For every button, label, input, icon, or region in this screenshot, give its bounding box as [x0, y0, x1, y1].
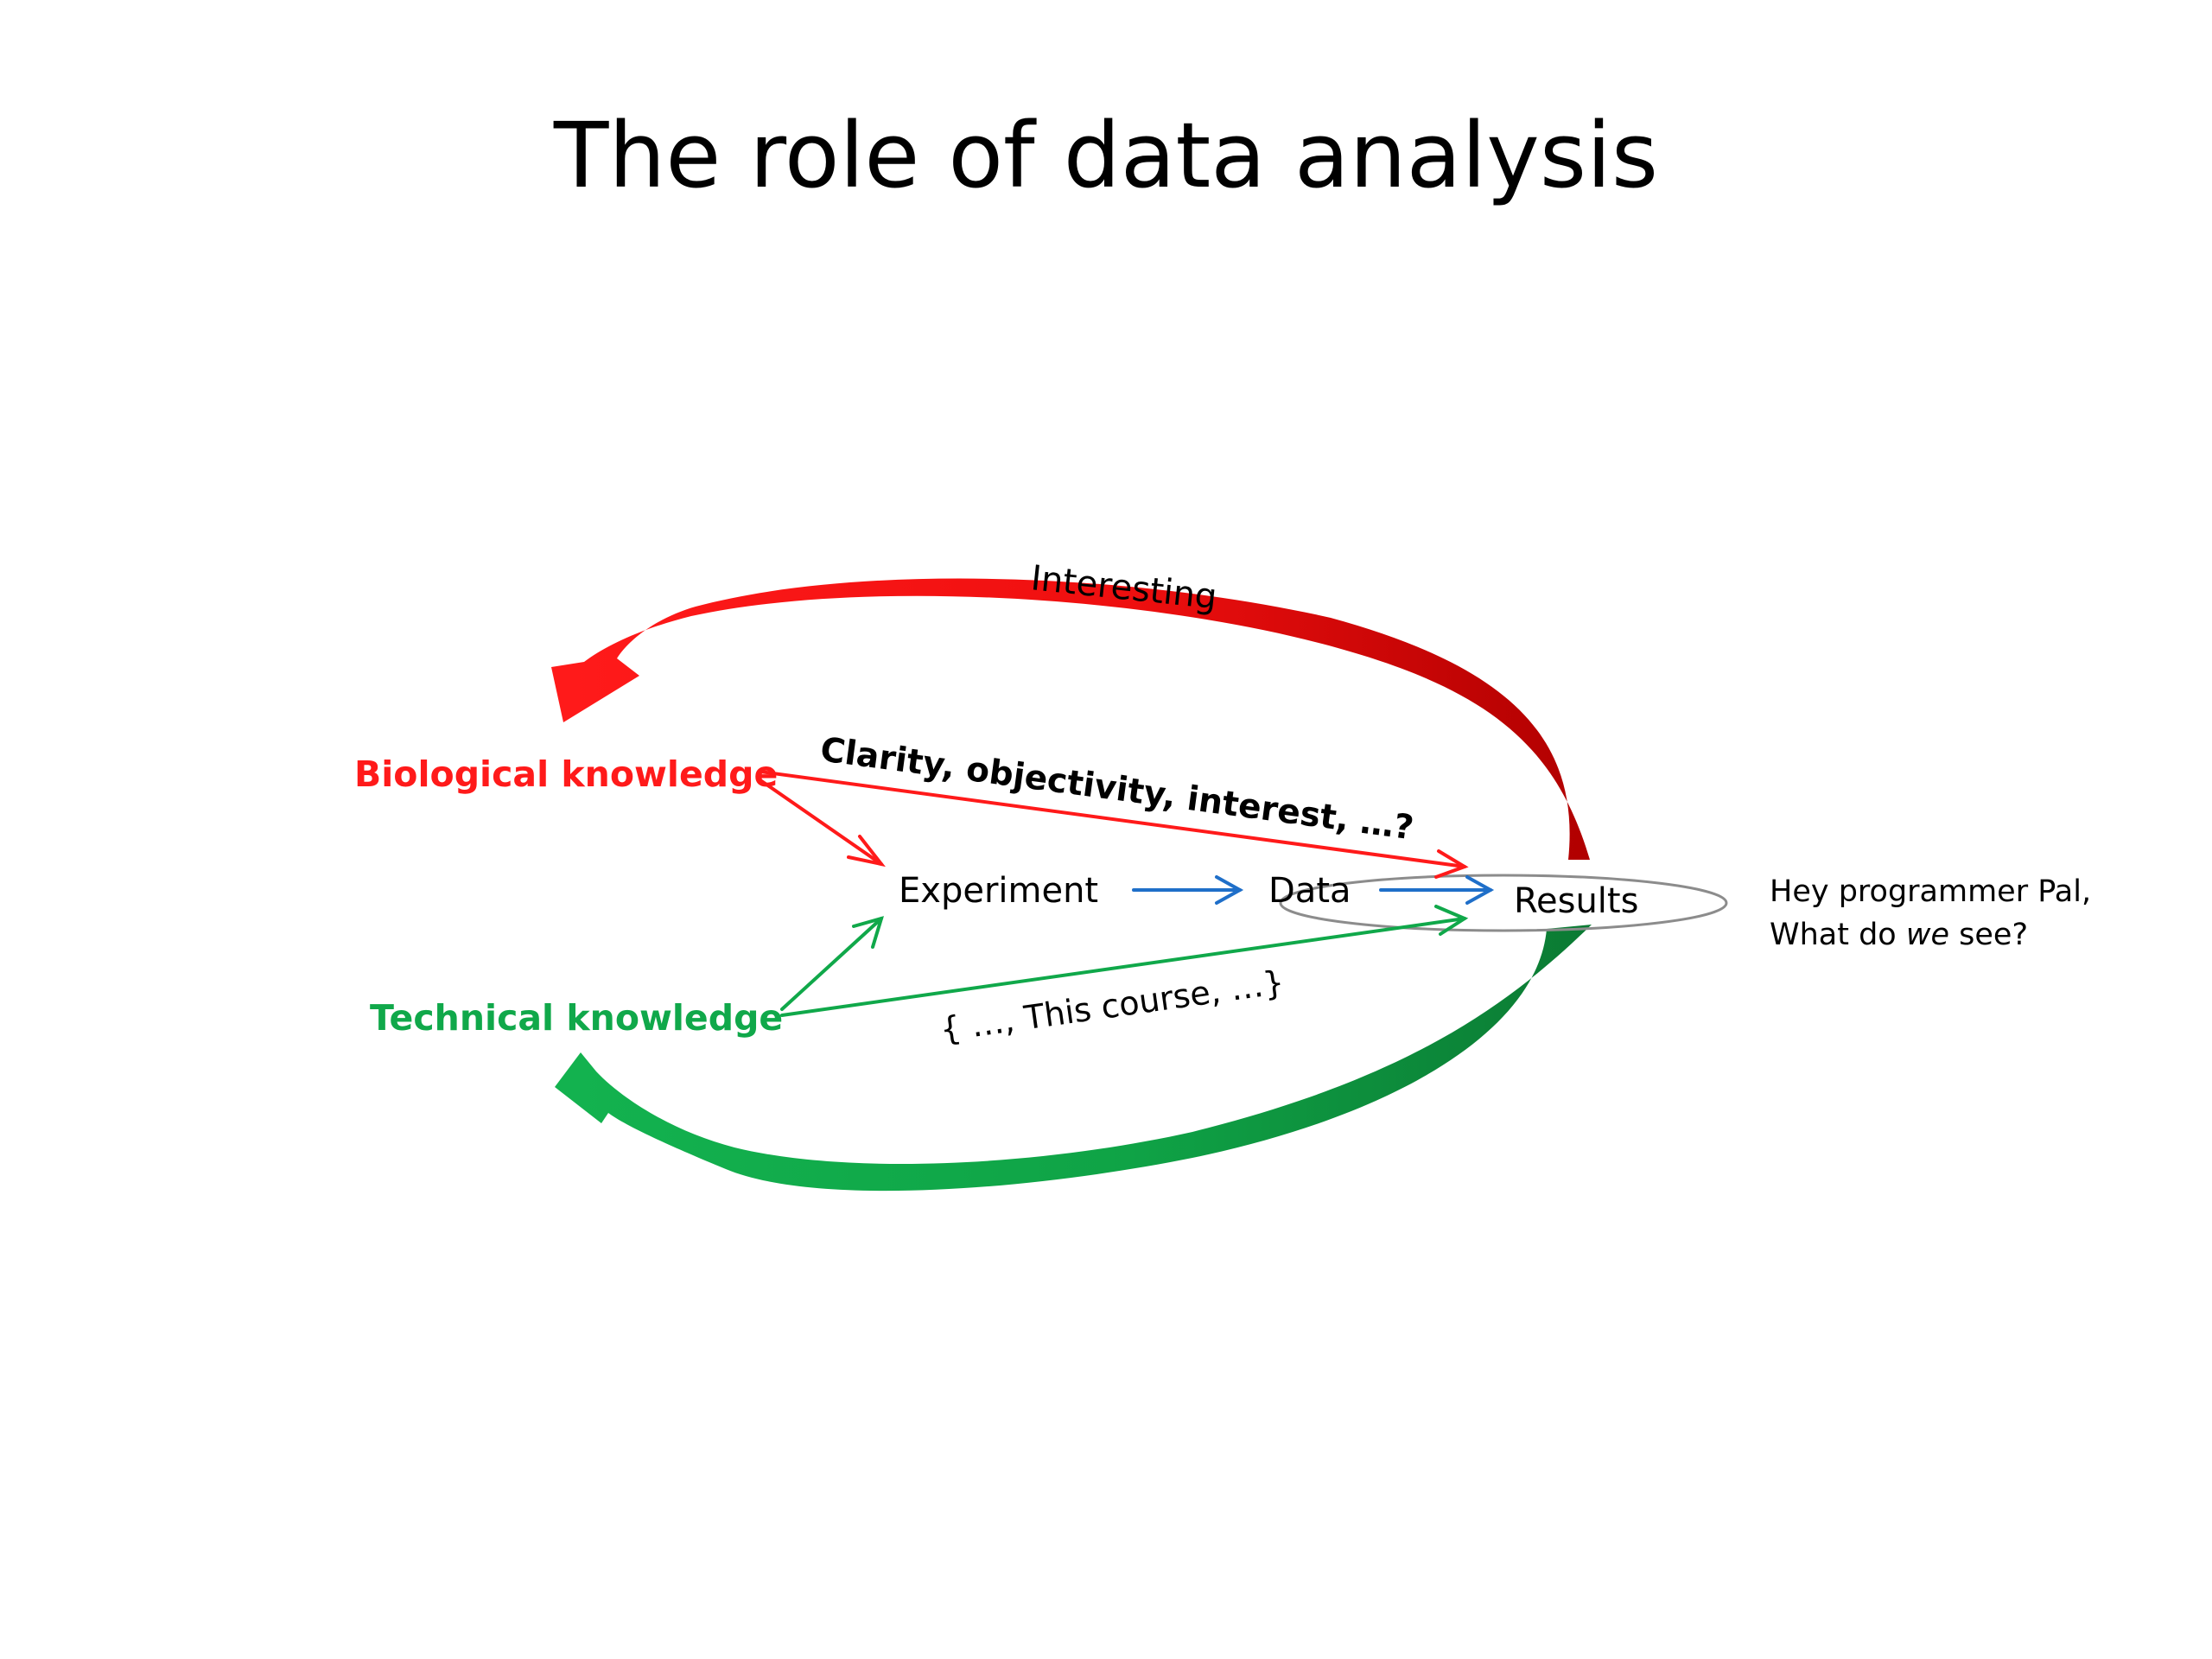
biological-to-experiment-arrow	[759, 779, 886, 868]
node-results: Results	[1514, 881, 1638, 921]
note-line-1: Hey programmer Pal,	[1770, 874, 2091, 909]
note-line-2-emphasis: we	[1906, 918, 1949, 952]
node-experiment: Experiment	[899, 871, 1098, 911]
results-ellipse	[1279, 874, 1728, 932]
data-to-results-arrow	[1379, 875, 1495, 905]
red-feedback-arrow	[551, 578, 1590, 860]
technical-to-experiment-arrow	[780, 916, 884, 1011]
slide-title: The role of data analysis	[553, 103, 1659, 208]
note-line-2-prefix: What do	[1770, 918, 1906, 952]
note-line-2-suffix: see?	[1949, 918, 2028, 952]
label-interesting: Interesting	[1029, 558, 1219, 617]
experiment-to-data-arrow	[1132, 875, 1244, 905]
biological-to-results-arrow	[759, 770, 1469, 879]
green-feedback-arrow	[555, 925, 1592, 1192]
technical-to-results-arrow	[780, 905, 1469, 1017]
node-data: Data	[1268, 871, 1351, 911]
note-line-2: What do we see?	[1770, 918, 2028, 952]
node-biological-knowledge: Biological knowledge	[354, 753, 778, 795]
node-technical-knowledge: Technical knowledge	[370, 997, 783, 1039]
label-course: { …, This course, …}	[938, 963, 1287, 1048]
label-clarity: Clarity, objectivity, interest, …?	[818, 730, 1416, 848]
